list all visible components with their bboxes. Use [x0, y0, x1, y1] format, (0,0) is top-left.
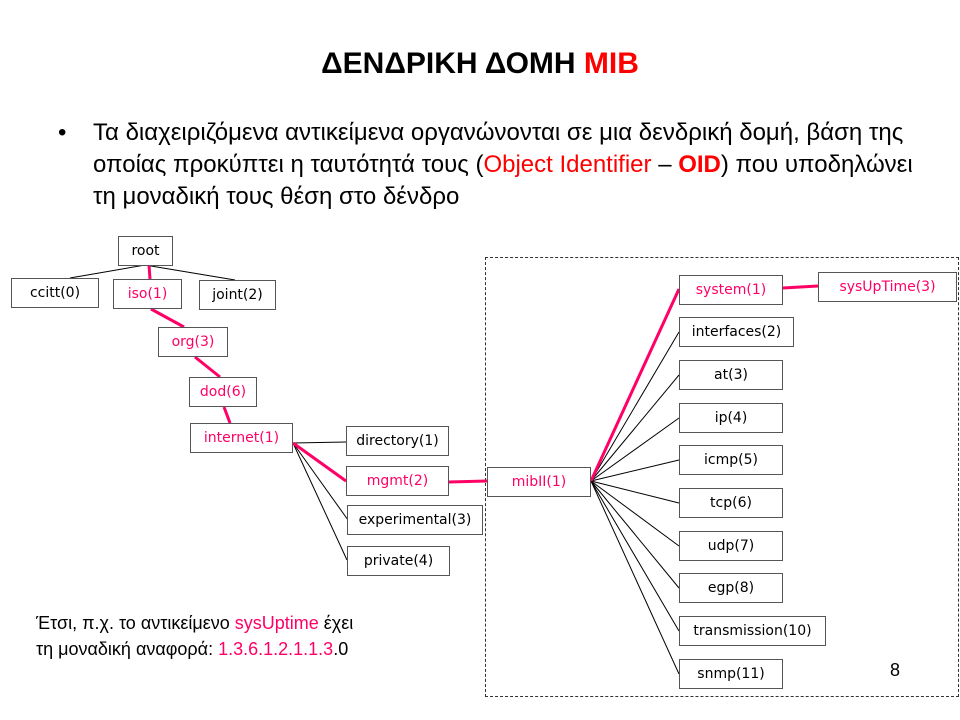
- node-interfaces: interfaces(2): [679, 317, 794, 347]
- node-ip: ip(4): [679, 403, 783, 433]
- edge-root-ccitt: [69, 264, 146, 279]
- edge-iso-org: [150, 307, 185, 329]
- edge-mib2-at: [590, 374, 680, 482]
- edge-internet-experimental: [292, 442, 349, 521]
- node-internet: internet(1): [190, 423, 293, 453]
- node-iso: iso(1): [113, 279, 182, 309]
- edge-mib2-egp: [590, 480, 680, 589]
- edge-internet-directory: [292, 441, 347, 444]
- slide-title: ΔΕΝΔΡΙΚΗ ΔΟΜΗ MIB: [0, 47, 960, 81]
- note-oid: 1.3.6.1.2.1.1.3: [218, 639, 334, 659]
- node-org: org(3): [158, 327, 228, 357]
- edge-mib2-interfaces: [590, 331, 680, 482]
- node-mgmt: mgmt(2): [346, 466, 449, 496]
- node-egp: egp(8): [679, 573, 783, 603]
- edge-mib2-udp: [590, 480, 680, 547]
- edge-internet-private: [292, 442, 348, 561]
- node-root: root: [118, 236, 173, 266]
- note-text-2: έχει: [318, 613, 354, 633]
- bullet-oid-abbr: OID: [678, 151, 721, 178]
- note-object-name: sysUptime: [234, 613, 319, 633]
- node-directory: directory(1): [346, 426, 449, 456]
- edge-system-sysuptime: [782, 284, 819, 290]
- node-private: private(4): [347, 546, 450, 576]
- node-at: at(3): [679, 360, 783, 390]
- edge-mgmt-mib2: [448, 479, 488, 484]
- title-text: ΔΕΝΔΡΙΚΗ ΔΟΜΗ: [321, 47, 584, 80]
- edge-root-iso: [147, 264, 152, 280]
- example-note: Έτσι, π.χ. το αντικείμενο sysUptime έχει…: [36, 610, 353, 662]
- node-snmp: snmp(11): [679, 659, 783, 689]
- page-number: 8: [890, 660, 901, 680]
- node-transmission: transmission(10): [679, 616, 826, 646]
- note-oid-suffix: .0: [333, 639, 349, 659]
- edge-mib2-ip: [590, 417, 680, 482]
- bullet-text-2: ) που υποδηλώνει τη μοναδική τους θέση σ…: [93, 151, 913, 210]
- edge-internet-mgmt: [292, 441, 347, 483]
- edge-mib2-snmp: [590, 480, 680, 675]
- node-udp: udp(7): [679, 531, 783, 561]
- mib2-group-box: [485, 257, 959, 697]
- node-dod: dod(6): [189, 377, 257, 407]
- bullet-text: Τα διαχειριζόμενα αντικείμενα οργανώνοντ…: [93, 117, 933, 213]
- edge-org-dod: [194, 355, 221, 379]
- title-accent: MIB: [583, 47, 639, 80]
- bullet-oid-term: Object Identifier: [483, 151, 652, 178]
- node-system: system(1): [679, 275, 783, 305]
- note-text-3: τη μοναδική αναφορά:: [36, 639, 219, 659]
- node-sysuptime: sysUpTime(3): [818, 272, 957, 302]
- node-experimental: experimental(3): [347, 505, 483, 535]
- bullet-marker: •: [58, 119, 67, 146]
- node-ccitt: ccitt(0): [11, 278, 99, 308]
- bullet-text-1: Τα διαχειριζόμενα αντικείμενα οργανώνοντ…: [93, 119, 904, 178]
- edge-mib2-system: [589, 288, 681, 482]
- node-icmp: icmp(5): [679, 445, 783, 475]
- node-joint: joint(2): [199, 280, 276, 310]
- note-text-1: Έτσι, π.χ. το αντικείμενο: [36, 613, 235, 633]
- bullet-dash: –: [651, 151, 679, 178]
- node-tcp: tcp(6): [679, 488, 783, 518]
- node-mib2: mibII(1): [487, 467, 591, 497]
- edge-root-joint: [144, 264, 236, 281]
- edge-mib2-icmp: [590, 459, 680, 482]
- edge-mib2-transmission: [590, 480, 680, 632]
- edge-mib2-tcp: [590, 480, 680, 504]
- edge-dod-internet: [222, 406, 232, 424]
